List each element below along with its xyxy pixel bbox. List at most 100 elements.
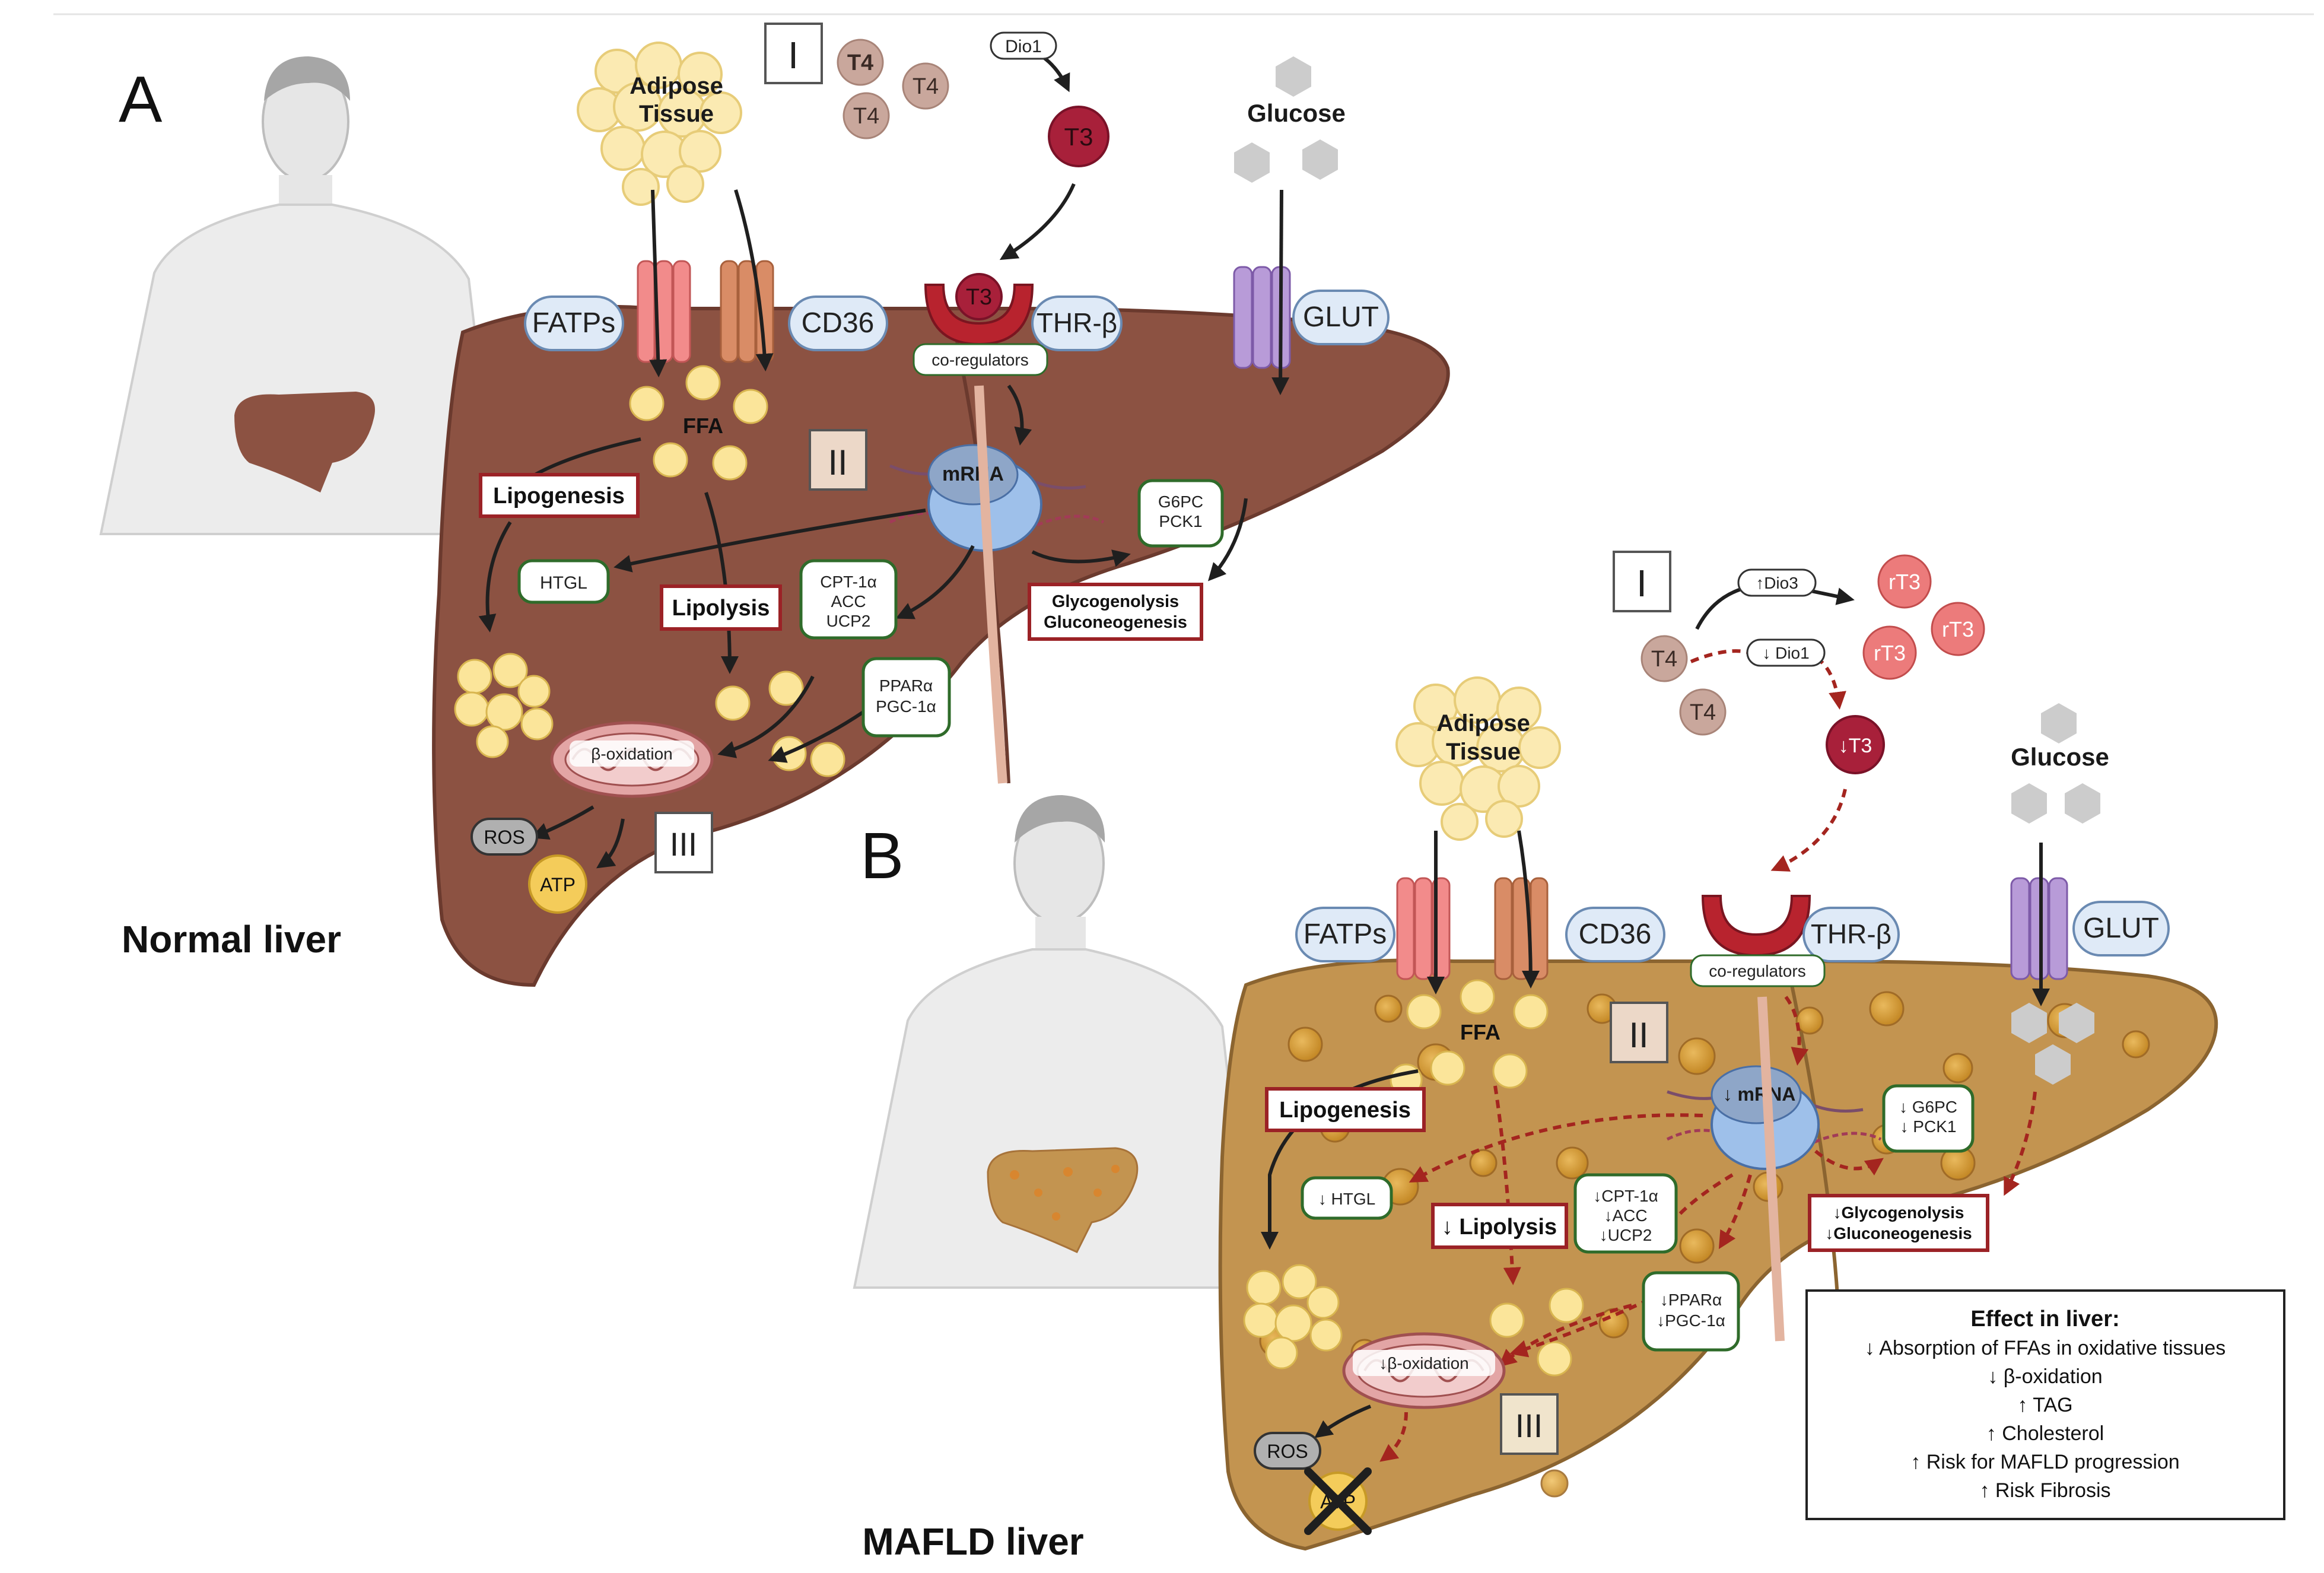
beta-ox-bg-b — [1353, 1350, 1495, 1376]
adipose-label-b-2: Tissue — [1446, 739, 1521, 765]
lipogenesis-box-a — [479, 473, 640, 518]
stage-ii-box-b — [1610, 1002, 1668, 1063]
dio3-pill-b — [1737, 568, 1817, 597]
lipolysis-box-b — [1431, 1203, 1568, 1249]
ucp2-label-b: ↓UCP2 — [1600, 1226, 1652, 1244]
effect-item: ↑ Risk for MAFLD progression — [1910, 1451, 2179, 1473]
adipose-label-a-2: Tissue — [639, 101, 714, 127]
effect-item: ↑ Risk Fibrosis — [1979, 1479, 2110, 1502]
cd36-transporter-a — [720, 260, 774, 363]
glucose-molecules-a — [1234, 56, 1338, 183]
pgc-label-b: ↓PGC-1α — [1657, 1311, 1725, 1330]
ffa-droplets-a — [629, 365, 845, 777]
glycogenolysis-label-a: Glycogenolysis — [1052, 592, 1179, 611]
rt3-label: rT3 — [1889, 570, 1921, 594]
thr-label-pill-b — [1802, 907, 1900, 962]
fatps-label-pill-a — [524, 295, 624, 351]
ffa-label-b: FFA — [1460, 1020, 1500, 1044]
g6pc-label-b: ↓ G6PC — [1899, 1098, 1957, 1116]
gluconeogenesis-label-a: Gluconeogenesis — [1044, 613, 1187, 632]
glyco-box-b — [1808, 1194, 1989, 1252]
ros-label-b: ROS — [1267, 1441, 1308, 1462]
t3-to-receptor-arrow-b — [1770, 789, 1847, 872]
ucp2-label-a: UCP2 — [826, 612, 871, 630]
ros-pill-a — [470, 818, 538, 856]
ffa-label-a: FFA — [683, 414, 723, 438]
stage-ii-label-a: II — [828, 443, 847, 482]
mrna-strand-a — [889, 511, 1105, 533]
pgc-label-a: PGC-1α — [876, 697, 936, 716]
t3-to-receptor-arrow-a — [999, 183, 1076, 260]
htgl-label-a: HTGL — [540, 573, 587, 593]
fatps-label-a: FATPs — [532, 307, 615, 339]
panel-b: B — [853, 551, 2285, 1563]
stage-iii-box-a — [654, 812, 713, 873]
lipogenesis-label-b: Lipogenesis — [1279, 1098, 1411, 1123]
fatps-transporter-a — [637, 260, 691, 363]
t4-label: T4 — [853, 104, 879, 129]
panel-a: A Adipose Tissue I T4 — [99, 23, 1450, 987]
lipogenesis-box-b — [1265, 1087, 1426, 1132]
gluconeogenesis-label-b: ↓Gluconeogenesis — [1825, 1224, 1972, 1242]
small-liver-b — [987, 1147, 1139, 1253]
cd36-label-pill-a — [788, 295, 888, 351]
stage-ii-box-a — [809, 429, 867, 491]
cd36-transporter-b — [1494, 877, 1549, 980]
t3-molecule-b — [1826, 715, 1885, 774]
glucose-label-a: Glucose — [1247, 99, 1346, 127]
adipose-tissue-b — [1395, 676, 1561, 841]
fatps-transporter-b — [1396, 877, 1451, 980]
fatps-label-pill-b — [1295, 907, 1395, 962]
adipose-tissue-a — [577, 42, 742, 206]
glucose-molecules-b — [2011, 703, 2100, 1085]
beta-oxidation-label-b: ↓β-oxidation — [1379, 1354, 1469, 1372]
inhibited-arrows-b — [1379, 996, 2037, 1462]
cpt-box-a — [799, 559, 898, 640]
t4-label: T4 — [1651, 647, 1677, 672]
cpt-label-a: CPT-1α — [820, 573, 877, 591]
human-figure-a — [99, 56, 500, 535]
thr-receptor-b — [1701, 895, 1811, 957]
t3-label-a: T3 — [1064, 123, 1093, 151]
stage-ii-label-b: II — [1629, 1015, 1648, 1055]
bound-t3-label-a: T3 — [966, 285, 992, 310]
t3-molecule-a — [1048, 106, 1109, 167]
panel-a-letter: A — [119, 63, 163, 136]
dio1-label-a: Dio1 — [1005, 37, 1042, 56]
dio1-pill-a — [990, 31, 1057, 60]
ribosome-top-b — [1711, 1065, 1802, 1124]
stored-fat-cluster-a — [454, 653, 554, 758]
stage-i-label-a: I — [788, 34, 799, 77]
stage-iii-box-b — [1500, 1393, 1559, 1455]
glut-label-a: GLUT — [1303, 301, 1379, 333]
ppar-box-a — [861, 657, 951, 738]
glyco-box-a — [1028, 583, 1203, 641]
adipose-label-a-1: Adipose — [630, 73, 723, 99]
pck1-label-a: PCK1 — [1159, 512, 1202, 530]
t4-label: T4 — [847, 50, 873, 75]
effect-item: ↓ Absorption of FFAs in oxidative tissue… — [1865, 1337, 2226, 1359]
effect-item: ↑ Cholesterol — [1986, 1422, 2104, 1445]
ppar-box-b — [1642, 1271, 1740, 1352]
glycogenolysis-label-b: ↓Glycogenolysis — [1833, 1203, 1964, 1222]
ppar-label-a: PPARα — [879, 676, 933, 695]
htgl-label-b: ↓ HTGL — [1318, 1190, 1375, 1208]
coregulators-label-a: co-regulators — [931, 351, 1028, 369]
cd36-label-a: CD36 — [802, 307, 875, 339]
lipolysis-label-a: Lipolysis — [672, 596, 770, 621]
t4-label: T4 — [1690, 700, 1716, 725]
ros-label-a: ROS — [484, 827, 524, 848]
stored-fat-cluster-b — [1243, 1264, 1343, 1369]
atp-label-a: ATP — [540, 874, 576, 895]
lipolysis-box-a — [660, 584, 782, 631]
effect-title: Effect in liver: — [1970, 1307, 2119, 1332]
coregulators-box-a — [913, 343, 1048, 376]
mafld-liver-caption: MAFLD liver — [862, 1520, 1083, 1563]
thr-label-b: THR-β — [1811, 919, 1891, 949]
htgl-box-a — [517, 559, 610, 604]
rt3-molecules-b: rT3 rT3 rT3 — [1862, 554, 1985, 680]
uptake-arrows-a — [649, 189, 1290, 395]
bound-t3-a — [955, 273, 1003, 320]
t3-label-b: ↓T3 — [1839, 735, 1872, 757]
effect-in-liver-box: Effect in liver: ↓ Absorption of FFAs in… — [1805, 1289, 2285, 1520]
